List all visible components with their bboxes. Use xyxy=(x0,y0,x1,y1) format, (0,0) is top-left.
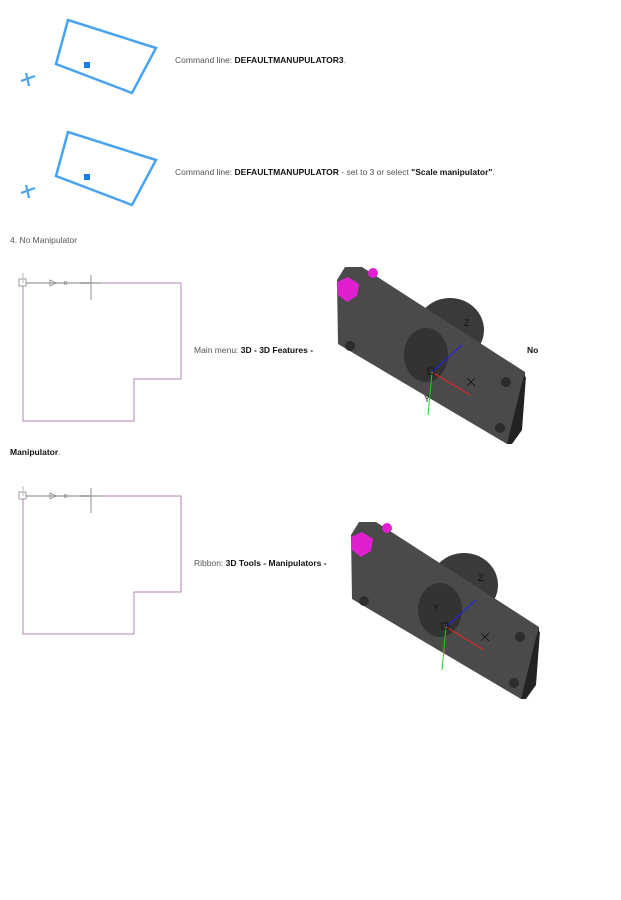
main-menu-text-wrap: Manipulator. xyxy=(10,447,61,457)
sketch-profile-image xyxy=(18,486,182,635)
axis-label-y: Y xyxy=(433,603,440,613)
axis-label-z: Z xyxy=(478,573,484,583)
3d-part-no-manipulator-image xyxy=(337,267,526,444)
main-menu-text: Main menu: 3D - 3D Features - xyxy=(194,345,314,355)
command-line-text-1: Command line: DEFAULTMANUPULATOR3. xyxy=(175,55,346,65)
section-heading: 4. No Manipulator xyxy=(10,235,78,245)
axis-label-z: Z xyxy=(464,318,470,328)
sketch-profile-image xyxy=(18,273,182,422)
main-menu-text-end: No xyxy=(527,345,539,355)
scale-manipulator-icon xyxy=(20,18,158,95)
ribbon-text: Ribbon: 3D Tools - Manipulators - xyxy=(194,558,327,568)
axis-label-y: Y xyxy=(424,394,431,404)
scale-manipulator-icon xyxy=(20,130,158,207)
command-line-text-2: Command line: DEFAULTMANUPULATOR - set t… xyxy=(175,167,495,177)
3d-part-no-manipulator-image xyxy=(350,521,541,700)
